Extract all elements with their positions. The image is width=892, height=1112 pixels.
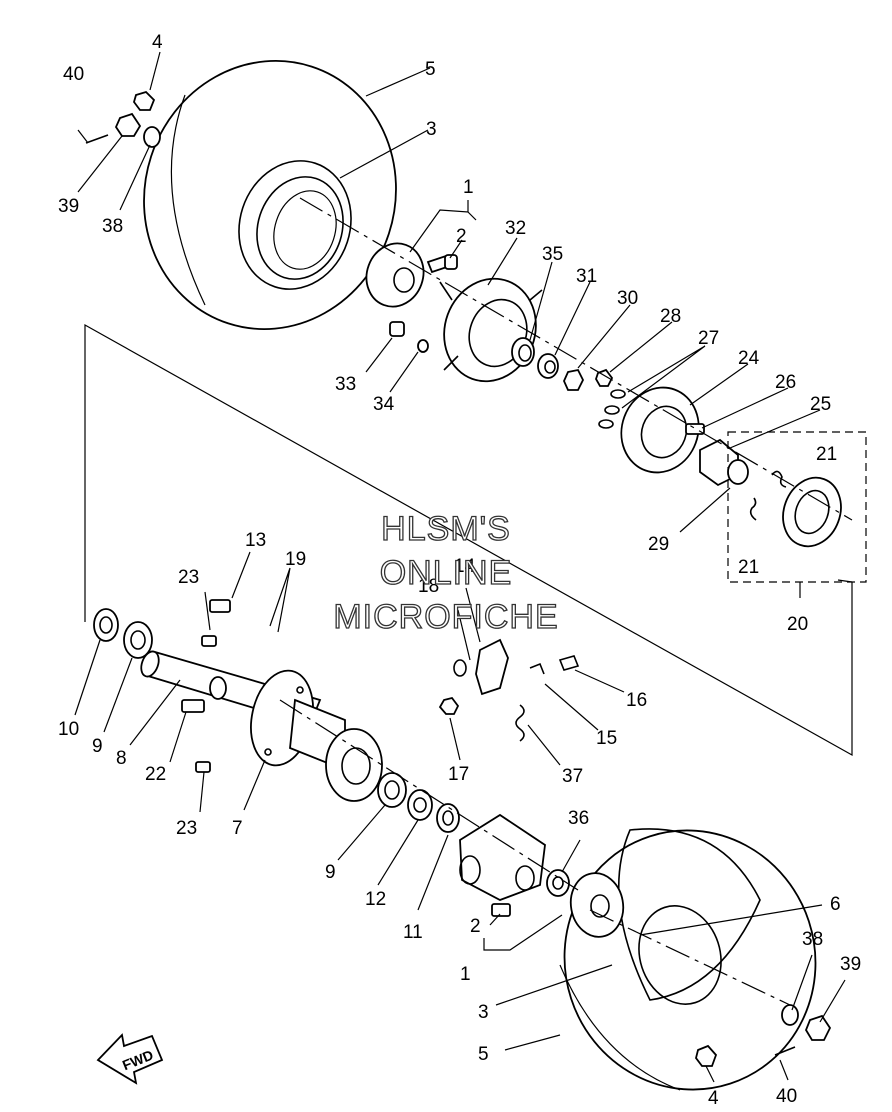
upper-tire: [143, 60, 397, 330]
bearing-31: [537, 353, 559, 379]
lower-bolt-2: [491, 903, 511, 917]
callout-12: 12: [365, 889, 386, 910]
callout-labels: 4 40 5 3 1 2 32 35 31 30 28 27 24 26 25 …: [58, 32, 861, 1109]
lower-tire: [559, 828, 817, 1091]
callout-10: 10: [58, 719, 79, 740]
callout-39-upper: 39: [58, 196, 79, 217]
callout-3: 3: [426, 119, 437, 140]
callout-37: 37: [562, 766, 583, 787]
callout-1: 1: [463, 177, 474, 198]
upper-hardware: [85, 90, 161, 148]
callout-4-lower: 4: [708, 1088, 719, 1109]
callout-32: 32: [505, 218, 526, 239]
callout-5-lower: 5: [478, 1044, 489, 1065]
leader-lines: [74, 51, 846, 1083]
callout-25: 25: [810, 394, 831, 415]
callout-17: 17: [448, 764, 469, 785]
callout-34: 34: [373, 394, 395, 415]
callout-26: 26: [775, 372, 796, 393]
watermark: HLSM'S ONLINE MICROFICHE: [333, 509, 559, 636]
shoe-kit-box-20: [727, 431, 867, 583]
callout-6: 6: [830, 894, 841, 915]
seal-36: [546, 869, 570, 897]
callout-3-lower: 3: [478, 1002, 489, 1023]
callout-40-lower: 40: [776, 1086, 797, 1107]
callout-19: 19: [285, 549, 306, 570]
callout-31: 31: [576, 266, 597, 287]
bearings-9-12-11: [377, 772, 460, 833]
lower-hub-plate: [569, 872, 625, 938]
callout-14: 14: [454, 556, 476, 577]
callout-29: 29: [648, 534, 669, 555]
bearings-9-10: [93, 608, 153, 659]
brake-shoe-cover-24: [620, 386, 700, 474]
callout-9-left: 9: [92, 736, 103, 757]
bolts-22-23: [181, 599, 231, 773]
center-lines: [84, 197, 853, 1006]
nut-30: [563, 368, 585, 391]
callout-7: 7: [232, 818, 243, 839]
callout-8: 8: [116, 748, 127, 769]
cam-25: [699, 438, 749, 487]
callout-27: 27: [698, 328, 719, 349]
caliper-housing: [459, 813, 546, 901]
callout-21-lower: 21: [738, 557, 759, 578]
brake-drum-32: [439, 277, 543, 383]
callout-18: 18: [418, 576, 439, 597]
callout-13: 13: [245, 530, 266, 551]
callout-16: 16: [626, 690, 647, 711]
callout-33: 33: [335, 374, 356, 395]
callout-9-right: 9: [325, 862, 336, 883]
lower-hardware: [695, 1004, 832, 1067]
callout-4: 4: [152, 32, 163, 53]
callout-28: 28: [660, 306, 681, 327]
callout-23-upper: 23: [178, 567, 199, 588]
seal-35: [511, 337, 535, 367]
callout-1-lower: 1: [460, 964, 471, 985]
callout-2: 2: [456, 226, 467, 247]
callout-39-lower: 39: [840, 954, 861, 975]
callout-2-lower: 2: [470, 916, 481, 937]
callout-23-lower: 23: [176, 818, 197, 839]
clip-27: [598, 389, 626, 429]
nut-28: [595, 368, 614, 387]
cap-33-34: [389, 321, 429, 353]
callout-40: 40: [63, 64, 84, 85]
callout-36: 36: [568, 808, 589, 829]
callout-22: 22: [145, 764, 166, 785]
callout-38-upper: 38: [102, 216, 123, 237]
upper-hub-plate: [365, 242, 425, 308]
callout-20: 20: [787, 614, 808, 635]
watermark-line-2: ONLINE: [380, 554, 513, 592]
callout-11: 11: [403, 922, 423, 943]
callout-15: 15: [596, 728, 617, 749]
callout-24: 24: [738, 348, 760, 369]
hub-housing-7: [250, 669, 383, 802]
callout-38-lower: 38: [802, 929, 823, 950]
watermark-line-1: HLSM'S: [381, 510, 511, 548]
fwd-arrow-icon: FWD: [96, 1033, 164, 1085]
callout-35: 35: [542, 244, 563, 265]
callout-21-upper: 21: [816, 444, 837, 465]
callout-5: 5: [425, 59, 436, 80]
upper-bolt-2: [426, 254, 458, 274]
brake-arm-14: [438, 638, 580, 742]
watermark-line-3: MICROFICHE: [333, 598, 558, 636]
callout-30: 30: [617, 288, 638, 309]
